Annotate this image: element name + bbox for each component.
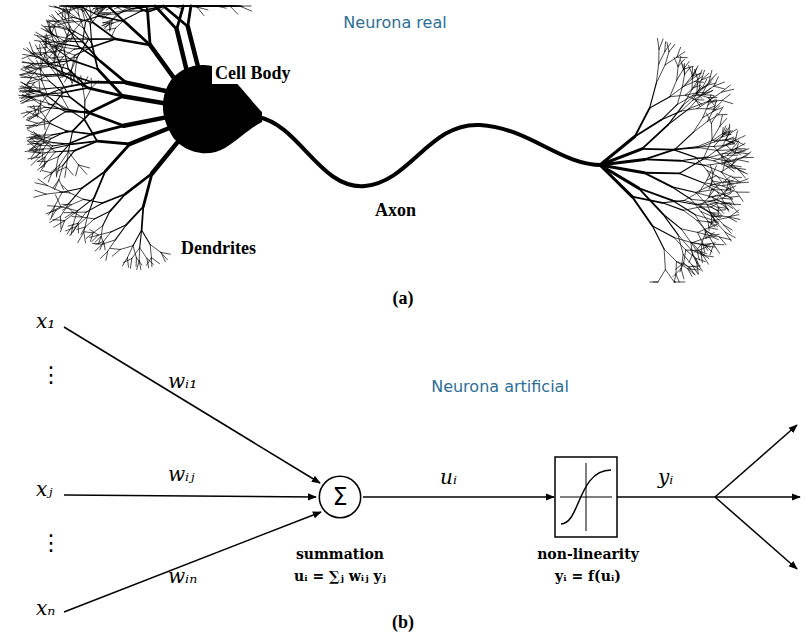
axon — [258, 117, 602, 186]
input-label: xⱼ — [36, 478, 53, 501]
summation-circle: Σ — [318, 475, 362, 519]
output-line — [617, 496, 715, 498]
title-label: Neurona real — [343, 14, 446, 32]
input-label: xₙ — [36, 597, 55, 620]
output-arrow — [715, 496, 800, 498]
neuron-branches — [19, 6, 754, 282]
input-arrow — [64, 327, 320, 483]
caption-label: non-linearity — [537, 546, 639, 562]
sigmoid-curve — [561, 470, 611, 524]
input-label: x₁ — [36, 310, 55, 333]
equation-label: yᵢ = f(uᵢ) — [555, 568, 621, 584]
figure-label: (b) — [392, 612, 414, 633]
output-arrow — [715, 425, 797, 497]
part-label: Cell Body — [212, 63, 294, 84]
part-label: Axon — [372, 200, 419, 221]
weight-label: wᵢⱼ — [168, 463, 194, 486]
input-arrow — [64, 512, 321, 612]
sum-symbol: Σ — [318, 475, 362, 519]
signal-label: uᵢ — [440, 466, 457, 489]
weight-label: wᵢₙ — [168, 565, 197, 588]
ellipsis: ⋮ — [40, 362, 62, 387]
figure-label: (a) — [393, 288, 414, 309]
axis — [560, 497, 612, 498]
weight-label: wᵢ₁ — [168, 370, 197, 393]
input-arrow — [64, 495, 316, 497]
caption-label: summation — [296, 546, 384, 562]
output-arrow — [715, 497, 797, 569]
equation-label: uᵢ = ∑ⱼ wᵢⱼ yⱼ — [294, 568, 386, 584]
nonlinearity-box — [555, 457, 617, 537]
title-label: Neurona artificial — [431, 378, 569, 396]
ellipsis: ⋮ — [40, 530, 62, 555]
signal-label: yᵢ — [658, 466, 673, 489]
part-label: Dendrites — [178, 238, 259, 259]
signal-arrow — [363, 496, 554, 498]
